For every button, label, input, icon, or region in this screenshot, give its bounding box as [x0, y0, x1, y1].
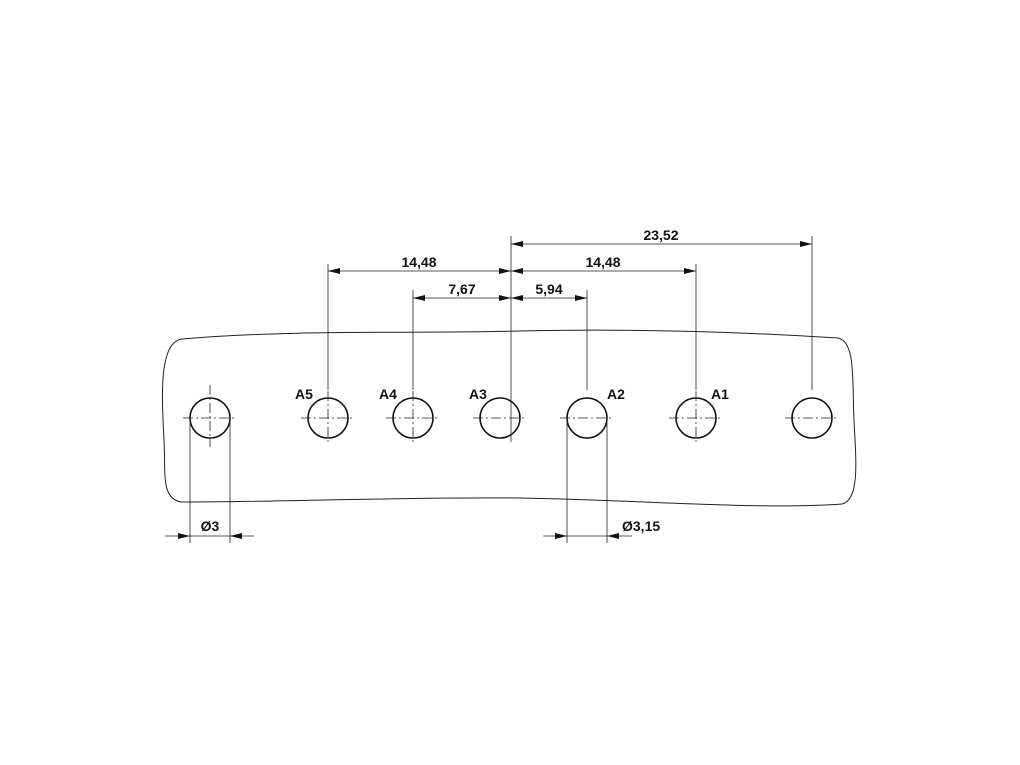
dimension-14-48-left-label: 14,48 [401, 254, 436, 270]
hole-a5 [301, 391, 355, 445]
diameter-large-dimension: Ø3,15 [543, 418, 660, 543]
diameter-large-label: Ø3,15 [622, 518, 660, 534]
label-a1: A1 [711, 386, 729, 402]
dimension-14-48-left: 14,48 [328, 254, 511, 274]
dimension-14-48-right: 14,48 [511, 254, 696, 274]
hole-right-edge [785, 397, 839, 439]
dimension-7-67-label: 7,67 [448, 281, 475, 297]
hole-a4 [386, 391, 440, 445]
diameter-small-dimension: Ø3 [165, 418, 254, 543]
dimension-23-52: 23,52 [511, 227, 812, 247]
dimension-7-67: 7,67 [413, 281, 511, 301]
label-a2: A2 [607, 386, 625, 402]
dimension-14-48-right-label: 14,48 [585, 254, 620, 270]
diameter-small-label: Ø3 [201, 518, 220, 534]
board-outline [161, 329, 857, 507]
label-a5: A5 [295, 386, 313, 402]
label-a4: A4 [379, 386, 397, 402]
label-a3: A3 [469, 386, 487, 402]
dimension-5-94-label: 5,94 [535, 281, 562, 297]
dimension-5-94: 5,94 [511, 281, 587, 301]
hole-a2 [560, 397, 614, 439]
dimension-23-52-label: 23,52 [643, 227, 678, 243]
hole-a3 [473, 397, 527, 439]
hole-a1 [669, 391, 723, 445]
